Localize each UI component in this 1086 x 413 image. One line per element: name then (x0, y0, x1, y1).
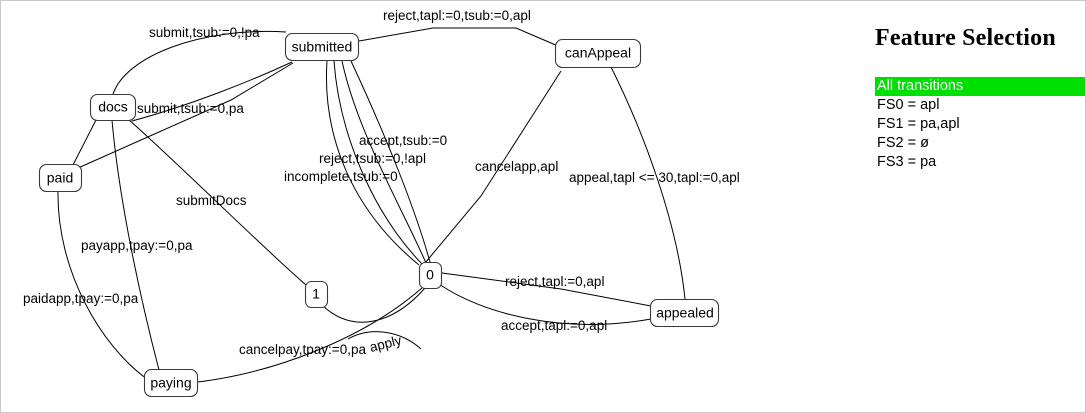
edge-canappeal-appealed (610, 66, 686, 300)
edge-label-submit-pa: submit,tsub:=0,pa (137, 101, 244, 116)
edge-label-reject-tsub: reject,tsub:=0,!apl (319, 151, 426, 166)
node-submitted[interactable]: submitted (284, 32, 360, 62)
edge-apply (347, 331, 422, 350)
feature-selection-item-all-transitions[interactable]: All transitions (875, 77, 1085, 96)
node-label-appealed: appealed (656, 305, 714, 321)
node-paying[interactable]: paying (143, 368, 199, 398)
edge-layer (57, 27, 686, 383)
edge-submitted-zero-c (341, 60, 427, 264)
edge-paying-zero-cancelpay (197, 287, 423, 383)
edge-submitted-zero-a (326, 60, 420, 266)
state-machine-diagram: submit,tsub:=0,!pa reject,tapl:=0,tsub:=… (1, 1, 801, 412)
edge-docs-submitted-arc (112, 30, 287, 95)
edge-submitted-zero-b (333, 60, 423, 265)
edge-label-cancelpay: cancelpay,tpay:=0,pa (239, 342, 366, 357)
feature-selection-item-fs1[interactable]: FS1 = pa,apl (877, 116, 960, 132)
edge-paid-paying (57, 191, 148, 380)
edge-label-incomplete: incomplete,tsub:=0 (284, 169, 398, 184)
edge-label-appeal: appeal,tapl <= 30,tapl:=0,apl (569, 170, 740, 185)
feature-selection-panel: Feature Selection All transitions FS0 = … (867, 1, 1085, 412)
edge-label-layer: submit,tsub:=0,!pa reject,tapl:=0,tsub:=… (23, 8, 740, 357)
edge-label-reject-apl: reject,tapl:=0,tsub:=0,apl (383, 8, 531, 23)
node-label-canappeal: canAppeal (565, 45, 631, 61)
edge-zero-canappeal (424, 70, 562, 264)
edge-one-zero (322, 287, 426, 323)
edge-zero-appealed-reject (441, 272, 652, 307)
edge-label-accept-tapl: accept,tapl:=0,apl (501, 318, 607, 333)
edge-docs-paid (72, 119, 97, 166)
feature-selection-item-fs2[interactable]: FS2 = ø (877, 135, 929, 151)
node-layer: submitted canAppeal docs paid 0 (38, 32, 720, 398)
feature-selection-list[interactable]: All transitions FS0 = apl FS1 = pa,apl F… (875, 77, 1085, 172)
edge-docs-submitted-straight (131, 61, 293, 122)
node-paid[interactable]: paid (38, 163, 83, 193)
edge-submitted-zero-d (350, 60, 431, 263)
node-docs[interactable]: docs (89, 93, 137, 122)
edge-docs-one (127, 118, 307, 286)
edge-label-submitdocs: submitDocs (176, 193, 247, 208)
edge-label-payapp: payapp,tpay:=0,pa (81, 238, 193, 253)
node-label-submitted: submitted (292, 39, 353, 55)
edge-label-cancelapp: cancelapp,apl (475, 159, 558, 174)
edge-label-accept-tsub: accept,tsub:=0 (359, 133, 447, 148)
edge-submitted-canappeal (358, 27, 559, 47)
edge-label-reject-tapl: reject,tapl:=0,apl (505, 274, 604, 289)
edge-label-paidapp: paidapp,tpay:=0,pa (23, 291, 139, 306)
node-label-one: 1 (312, 286, 320, 302)
feature-selection-item-fs3[interactable]: FS3 = pa (877, 154, 937, 170)
edge-label-apply: apply (368, 332, 403, 354)
edge-zero-appealed-accept (438, 283, 652, 325)
node-label-docs: docs (98, 99, 128, 115)
feature-selection-title: Feature Selection (875, 25, 1056, 51)
node-zero[interactable]: 0 (418, 261, 443, 290)
graph-canvas: submit,tsub:=0,!pa reject,tapl:=0,tsub:=… (23, 8, 740, 398)
edge-paid-submitted (77, 62, 294, 169)
node-label-paying: paying (150, 375, 191, 391)
node-canappeal[interactable]: canAppeal (554, 38, 642, 69)
node-label-paid: paid (47, 170, 73, 186)
edge-label-submit-not-pa: submit,tsub:=0,!pa (149, 25, 260, 40)
feature-selection-item-fs0[interactable]: FS0 = apl (877, 97, 940, 113)
node-appealed[interactable]: appealed (649, 298, 720, 328)
node-label-zero: 0 (426, 267, 434, 283)
node-one[interactable]: 1 (304, 280, 329, 309)
